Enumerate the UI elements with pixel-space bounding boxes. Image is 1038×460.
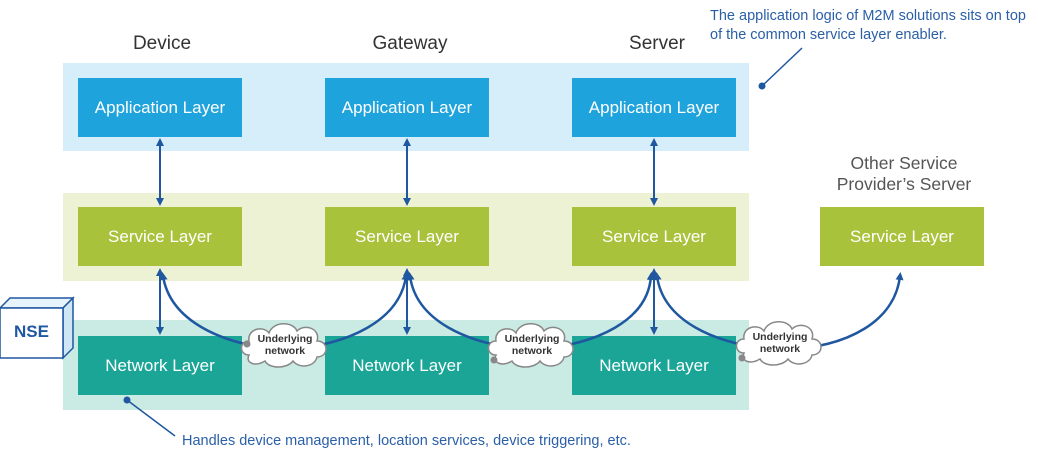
device-service-layer: Service Layer bbox=[78, 207, 242, 266]
gateway-application-layer: Application Layer bbox=[325, 78, 489, 137]
other-server-title: Other Service Provider’s Server bbox=[836, 153, 972, 194]
cloud-icon bbox=[487, 323, 574, 368]
device-application-layer: Application Layer bbox=[78, 78, 242, 137]
top-note-leader bbox=[761, 47, 803, 87]
cloud-label: Underlying network bbox=[752, 331, 808, 355]
nse-label: NSE bbox=[14, 322, 49, 341]
server-title: Server bbox=[629, 33, 685, 54]
cloud-label: Underlying network bbox=[257, 333, 313, 357]
gateway-service-layer: Service Layer bbox=[325, 207, 489, 266]
gateway-network-layer: Network Layer bbox=[325, 336, 489, 395]
bottom-annotation: Handles device management, location serv… bbox=[182, 433, 631, 449]
cloud-anchor-dot bbox=[243, 340, 251, 348]
bottom-note-leader bbox=[126, 399, 176, 437]
server-service-layer: Service Layer bbox=[572, 207, 736, 266]
cloud-label: Underlying network bbox=[504, 333, 560, 357]
device-network-layer: Network Layer bbox=[78, 336, 242, 395]
top-right-annotation: The application logic of M2M solutions s… bbox=[710, 8, 1026, 43]
gateway-title: Gateway bbox=[372, 33, 448, 54]
device-title: Device bbox=[132, 33, 192, 54]
top-note-dot bbox=[758, 82, 766, 90]
server-network-layer: Network Layer bbox=[572, 336, 736, 395]
cloud-icon bbox=[240, 323, 327, 368]
other-service-layer: Service Layer bbox=[820, 207, 984, 266]
cloud-icon bbox=[735, 321, 822, 366]
cloud-anchor-dot bbox=[738, 354, 746, 362]
bottom-note-dot bbox=[123, 396, 131, 404]
cloud-anchor-dot bbox=[490, 356, 498, 364]
server-application-layer: Application Layer bbox=[572, 78, 736, 137]
nse-cube-icon bbox=[0, 296, 75, 360]
